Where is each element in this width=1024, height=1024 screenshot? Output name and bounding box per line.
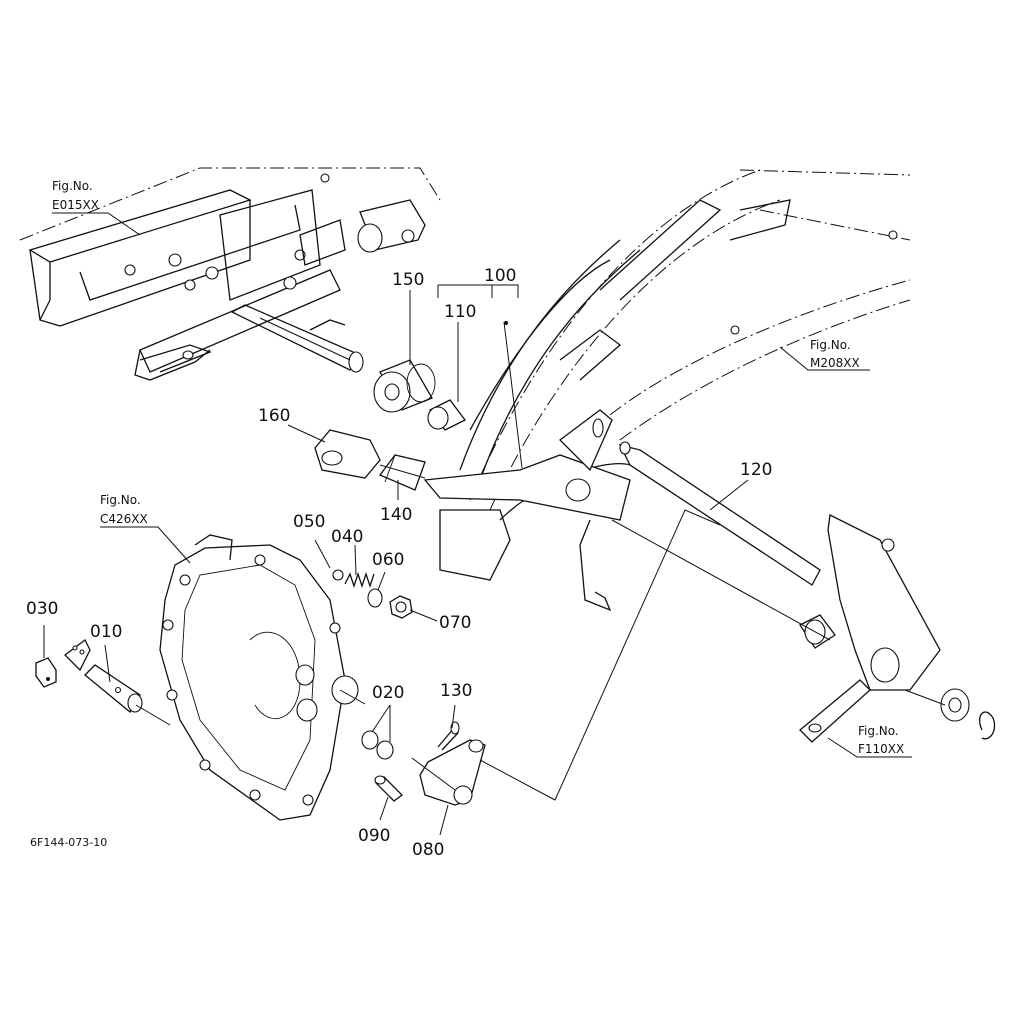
part-050-ball [332, 569, 344, 581]
fig-ref-code: F110XX [858, 742, 904, 756]
part-number-150: 150 [392, 270, 424, 290]
part-number-080: 080 [412, 840, 444, 860]
part-number-140: 140 [380, 505, 412, 525]
part-110-collar [427, 399, 466, 431]
fig-ref-f110xx: Fig.No. F110XX [858, 724, 904, 756]
gear-case-c426xx-drawing [159, 534, 359, 821]
part-060-washer [367, 588, 383, 608]
part-130-pin [437, 721, 460, 751]
part-090-pin [374, 775, 403, 802]
part-070-plug [389, 595, 413, 619]
part-number-130: 130 [440, 681, 472, 701]
part-number-100: 100 [484, 266, 516, 286]
fig-ref-code: C426XX [100, 512, 148, 526]
part-number-030: 030 [26, 599, 58, 619]
part-number-050: 050 [293, 512, 325, 532]
drawing-code: 6F144-073-10 [30, 836, 107, 849]
part-030-block [35, 657, 57, 688]
part-number-060: 060 [372, 550, 404, 570]
fig-ref-label: Fig.No. [810, 338, 851, 352]
fig-ref-label: Fig.No. [100, 493, 141, 507]
part-number-010: 010 [90, 622, 122, 642]
fig-ref-code: M208XX [810, 356, 860, 370]
frame-e015xx-drawing [19, 167, 441, 381]
part-040-spring [344, 571, 375, 589]
part-020-o-rings [361, 730, 394, 760]
fig-ref-label: Fig.No. [858, 724, 899, 738]
part-010-shaft [64, 639, 143, 713]
part-080-lever [419, 739, 486, 806]
fig-ref-code: E015XX [52, 198, 99, 212]
part-number-120: 120 [740, 460, 772, 480]
part-160-pad [314, 429, 381, 479]
part-number-110: 110 [444, 302, 476, 322]
part-150-bushing [373, 359, 436, 413]
part-140-block [378, 454, 426, 491]
part-number-020: 020 [372, 683, 404, 703]
fig-ref-e015xx: Fig.No. E015XX [52, 179, 99, 212]
part-number-090: 090 [358, 826, 390, 846]
fig-ref-m208xx: Fig.No. M208XX [810, 338, 860, 370]
fig-ref-c426xx: Fig.No. C426XX [100, 493, 148, 526]
part-120-pedal-arm [423, 409, 821, 612]
part-number-070: 070 [439, 613, 471, 633]
frame-f110xx-drawing [799, 514, 996, 743]
part-number-labels: 150 100 110 160 140 120 050 040 060 070 … [26, 266, 772, 860]
fig-ref-label: Fig.No. [52, 179, 93, 193]
part-number-040: 040 [331, 527, 363, 547]
part-number-160: 160 [258, 406, 290, 426]
leader-lines [43, 212, 946, 836]
